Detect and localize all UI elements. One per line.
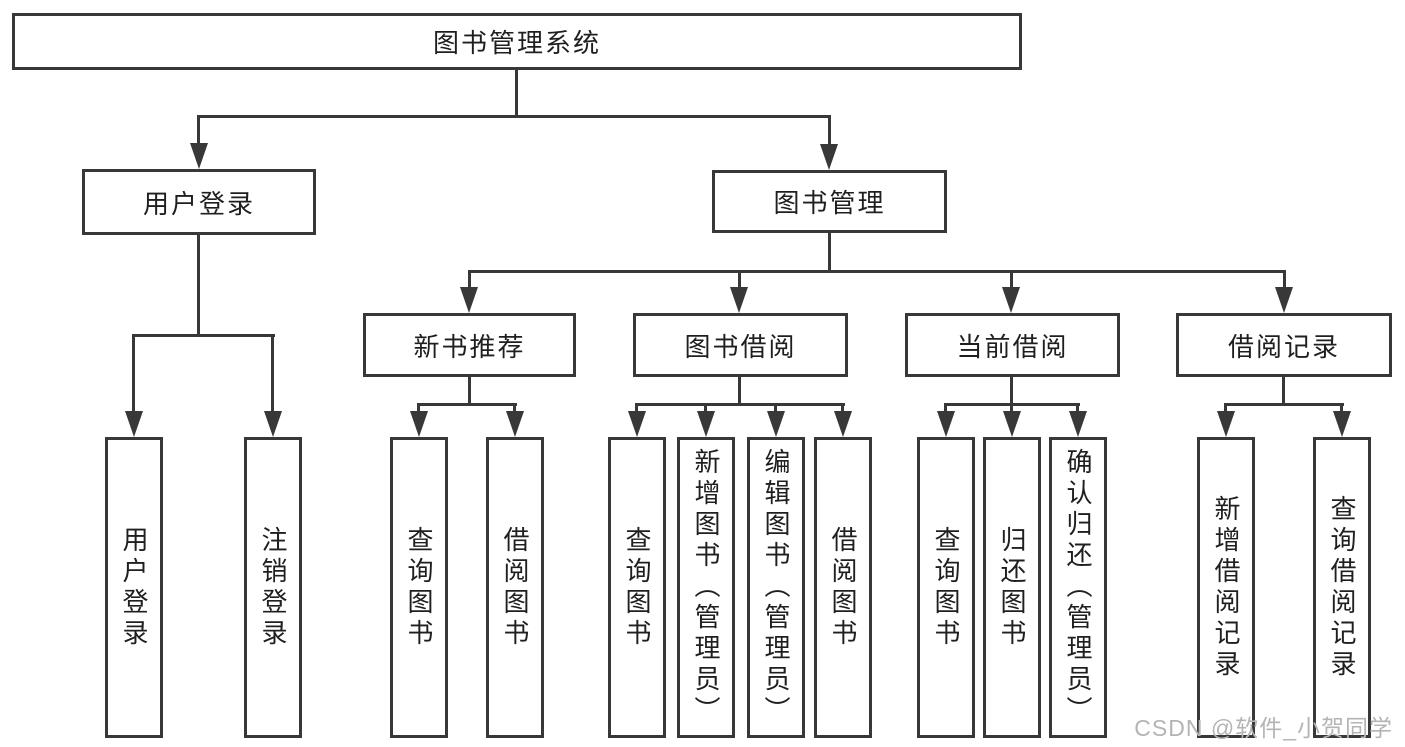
node-user-login: 用户登录 <box>82 169 316 235</box>
connector-line <box>1340 403 1343 412</box>
leaf-user-login-label: 用户登录 <box>119 525 149 650</box>
leaf-current-confirm: 确认归还（管理员） <box>1049 437 1107 738</box>
arrow-down-icon <box>1333 411 1351 437</box>
connector-line <box>197 235 200 337</box>
connector-line <box>944 403 947 412</box>
arrow-down-icon <box>264 411 282 437</box>
connector-line <box>1010 403 1013 412</box>
leaf-current-query: 查询图书 <box>917 437 975 738</box>
leaf-newbooks-borrow-label: 借阅图书 <box>500 525 530 650</box>
connector-line <box>197 115 831 118</box>
node-new-books-label: 新书推荐 <box>413 331 526 362</box>
connector-line <box>635 403 638 412</box>
connector-line <box>513 403 516 412</box>
connector-line <box>1010 270 1013 288</box>
connector-line <box>1010 377 1013 406</box>
node-book-borrow-label: 图书借阅 <box>684 331 797 362</box>
node-book-mgmt-label: 图书管理 <box>773 188 886 218</box>
leaf-borrow-borrow: 借阅图书 <box>814 437 872 738</box>
arrow-down-icon <box>628 411 646 437</box>
connector-line <box>704 403 707 412</box>
arrow-down-icon <box>1069 411 1087 437</box>
leaf-borrow-borrow-label: 借阅图书 <box>828 525 858 650</box>
connector-line <box>417 403 517 406</box>
node-book-mgmt: 图书管理 <box>712 170 947 233</box>
leaf-borrow-edit: 编辑图书（管理员） <box>747 437 805 738</box>
node-borrow-records: 借阅记录 <box>1176 313 1392 377</box>
connector-line <box>271 334 274 412</box>
node-current-borrow: 当前借阅 <box>905 313 1120 377</box>
arrow-down-icon <box>730 287 748 313</box>
leaf-records-add: 新增借阅记录 <box>1197 437 1255 738</box>
node-new-books: 新书推荐 <box>363 313 576 377</box>
leaf-newbooks-borrow: 借阅图书 <box>486 437 544 738</box>
connector-line <box>738 377 741 406</box>
leaf-current-confirm-label: 确认归还（管理员） <box>1063 448 1093 727</box>
leaf-borrow-query-label: 查询图书 <box>622 525 652 650</box>
node-borrow-records-label: 借阅记录 <box>1227 331 1340 362</box>
arrow-down-icon <box>697 411 715 437</box>
connector-line <box>774 403 777 412</box>
arrow-down-icon <box>820 144 838 170</box>
leaf-records-query: 查询借阅记录 <box>1313 437 1371 738</box>
connector-line <box>1282 377 1285 406</box>
leaf-logout-label: 注销登录 <box>258 525 288 650</box>
node-root-label: 图书管理系统 <box>432 28 601 58</box>
connector-line <box>417 403 420 412</box>
leaf-logout: 注销登录 <box>244 437 302 738</box>
arrow-down-icon <box>125 411 143 437</box>
connector-line <box>468 270 1286 273</box>
connector-line <box>515 70 518 118</box>
arrow-down-icon <box>1275 287 1293 313</box>
connector-line <box>841 403 844 412</box>
leaf-current-query-label: 查询图书 <box>931 525 961 650</box>
connector-line <box>1076 403 1079 412</box>
connector-line <box>468 270 471 288</box>
connector-line <box>1224 403 1227 412</box>
leaf-borrow-edit-label: 编辑图书（管理员） <box>761 448 791 727</box>
arrow-down-icon <box>937 411 955 437</box>
arrow-down-icon <box>767 411 785 437</box>
arrow-down-icon <box>834 411 852 437</box>
connector-line <box>132 334 275 337</box>
leaf-borrow-add: 新增图书（管理员） <box>677 437 735 738</box>
leaf-newbooks-query-label: 查询图书 <box>404 525 434 650</box>
arrow-down-icon <box>506 411 524 437</box>
connector-line <box>468 377 471 406</box>
arrow-down-icon <box>1003 411 1021 437</box>
leaf-user-login: 用户登录 <box>105 437 163 738</box>
node-current-borrow-label: 当前借阅 <box>956 331 1069 362</box>
connector-line <box>738 270 741 288</box>
node-user-login-label: 用户登录 <box>142 188 255 219</box>
leaf-borrow-add-label: 新增图书（管理员） <box>691 448 721 727</box>
node-book-borrow: 图书借阅 <box>633 313 848 377</box>
connector-line <box>828 115 831 145</box>
arrow-down-icon <box>1217 411 1235 437</box>
arrow-down-icon <box>410 411 428 437</box>
arrow-down-icon <box>1002 287 1020 313</box>
arrow-down-icon <box>460 287 478 313</box>
connector-line <box>828 233 831 273</box>
leaf-newbooks-query: 查询图书 <box>390 437 448 738</box>
leaf-current-return: 归还图书 <box>983 437 1041 738</box>
leaf-records-add-label: 新增借阅记录 <box>1211 494 1241 681</box>
connector-line <box>1283 270 1286 288</box>
leaf-current-return-label: 归还图书 <box>997 525 1027 650</box>
connector-line <box>1224 403 1344 406</box>
node-root: 图书管理系统 <box>12 13 1022 70</box>
leaf-borrow-query: 查询图书 <box>608 437 666 738</box>
arrow-down-icon <box>190 143 208 169</box>
leaf-records-query-label: 查询借阅记录 <box>1327 494 1357 681</box>
connector-line <box>197 115 200 145</box>
connector-line <box>635 403 845 406</box>
watermark: CSDN @软件_小贺同学 <box>1134 715 1393 741</box>
connector-line <box>132 334 135 412</box>
